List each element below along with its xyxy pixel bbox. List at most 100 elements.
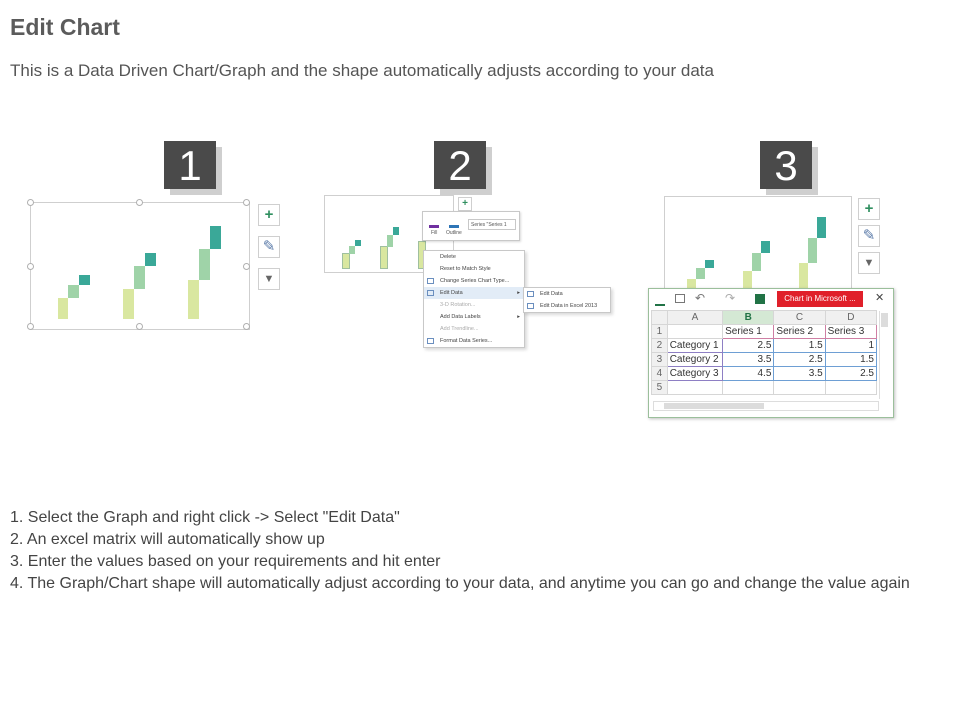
chart-bar [808,238,817,263]
cell[interactable] [773,380,826,395]
chart-styles-brush-icon[interactable]: ✎ [258,236,280,258]
menu-item-change-chart-type[interactable]: Change Series Chart Type... [424,275,524,287]
redo-icon[interactable]: ↷ [725,291,736,305]
chart-elements-plus-icon[interactable]: + [258,204,280,226]
chart-bar [68,285,79,298]
chart-icon [655,294,665,306]
resize-handle[interactable] [136,323,143,330]
cell[interactable]: 1.5 [824,352,878,367]
horizontal-scrollbar[interactable] [653,401,879,411]
chart-bar [123,289,134,319]
submenu-item-edit-in-excel[interactable]: Edit Data in Excel 2013 [524,300,610,312]
resize-handle[interactable] [243,263,250,270]
excel-data-window: ↶ ↷ Chart in Microsoft ... ✕ A B C D 1 S… [648,288,894,418]
row-header[interactable]: 1 [651,324,668,339]
column-header[interactable]: A [666,310,724,325]
vertical-scrollbar[interactable] [879,311,890,399]
resize-handle[interactable] [27,263,34,270]
cell[interactable]: Series 1 [722,324,775,339]
spreadsheet-grid[interactable]: A B C D 1 Series 1 Series 2 Series 3 2 C… [651,310,878,395]
chart-bar-selected[interactable] [380,246,388,269]
resize-handle[interactable] [27,199,34,206]
chart-bar [199,249,210,280]
menu-item-3d-rotation: 3-D Rotation... [440,302,476,308]
chart-bar [705,260,714,268]
cell[interactable]: 2.5 [722,338,775,353]
chart-elements-plus-icon[interactable]: + [858,198,880,220]
close-icon[interactable]: ✕ [875,292,885,304]
resize-handle[interactable] [243,323,250,330]
row-header[interactable]: 3 [651,352,668,367]
cell[interactable]: 2.5 [773,352,826,367]
step-1-badge: 1 [164,141,216,189]
chart-filter-icon[interactable]: ▼ [258,268,280,290]
chart-styles-brush-icon[interactable]: ✎ [858,225,880,247]
chart-bar [188,280,199,319]
cell[interactable]: Category 3 [666,366,724,381]
cell[interactable]: Series 3 [824,324,878,339]
submenu-arrow-icon: ▸ [517,290,520,296]
chart-elements-plus-icon[interactable]: + [458,197,472,211]
row-header[interactable]: 2 [651,338,668,353]
resize-handle[interactable] [136,199,143,206]
chart-bar-selected[interactable] [342,253,350,269]
save-icon[interactable] [675,294,685,303]
menu-item-format-data-series[interactable]: Format Data Series... [424,335,524,347]
column-header[interactable]: C [773,310,826,325]
outline-pen-icon[interactable] [449,215,459,228]
cell[interactable]: 3.5 [722,352,775,367]
submenu-item-edit-data[interactable]: Edit Data [524,288,610,300]
chart-bar [752,253,761,271]
row-header[interactable]: 4 [651,366,668,381]
table-icon [527,291,534,297]
series-select[interactable]: Series "Series 1 [468,219,516,230]
cell[interactable]: 4.5 [722,366,775,381]
fill-bucket-icon[interactable] [429,215,439,228]
chart-bar [79,275,90,285]
instructions-list: 1. Select the Graph and right click -> S… [10,507,940,595]
chart-filter-icon[interactable]: ▼ [858,252,880,274]
column-header[interactable]: D [824,310,878,325]
table-icon [427,290,434,296]
step-2-badge: 2 [434,141,486,189]
menu-item-reset-style[interactable]: Reset to Match Style [440,266,491,272]
resize-handle[interactable] [27,323,34,330]
excel-window-title: Chart in Microsoft ... [777,291,863,307]
excel-icon [527,303,534,309]
cell[interactable]: Category 1 [666,338,724,353]
chart-bar [743,271,752,293]
excel-icon[interactable] [755,294,765,304]
menu-item-delete[interactable]: Delete [440,254,456,260]
scrollbar-thumb[interactable] [664,403,764,409]
row-header[interactable]: 5 [651,380,668,395]
menu-item-edit-data[interactable]: Edit Data▸ [424,287,524,299]
cell[interactable] [824,380,878,395]
chart-bar [696,268,705,279]
cell[interactable]: 3.5 [773,366,826,381]
menu-item-add-data-labels[interactable]: Add Data Labels▸ [424,311,524,323]
cell[interactable] [666,324,724,339]
context-menu: Delete Reset to Match Style Change Serie… [423,250,525,348]
step-1-chart-frame[interactable] [27,199,250,330]
excel-titlebar: ↶ ↷ Chart in Microsoft ... ✕ [649,289,893,309]
menu-item-add-trendline: Add Trendline... [440,326,479,332]
chart-bar [387,235,393,247]
cell[interactable]: 2.5 [824,366,878,381]
cell[interactable]: 1.5 [773,338,826,353]
cell[interactable] [722,380,775,395]
undo-icon[interactable]: ↶ [695,291,706,305]
chart-bar [687,279,696,293]
resize-handle[interactable] [243,199,250,206]
chart-bar [393,227,399,235]
step-3-chart-frame[interactable] [664,196,852,294]
page-subtitle: This is a Data Driven Chart/Graph and th… [10,61,714,80]
cell[interactable]: Category 2 [666,352,724,367]
cell[interactable]: 1 [824,338,878,353]
chart-bar [355,240,361,246]
chart-bar [145,253,156,266]
cell[interactable]: Series 2 [773,324,826,339]
scrollbar-thumb[interactable] [881,313,888,327]
instruction-step-1: 1. Select the Graph and right click -> S… [10,509,400,526]
cell[interactable] [666,380,724,395]
column-header[interactable]: B [722,310,775,325]
